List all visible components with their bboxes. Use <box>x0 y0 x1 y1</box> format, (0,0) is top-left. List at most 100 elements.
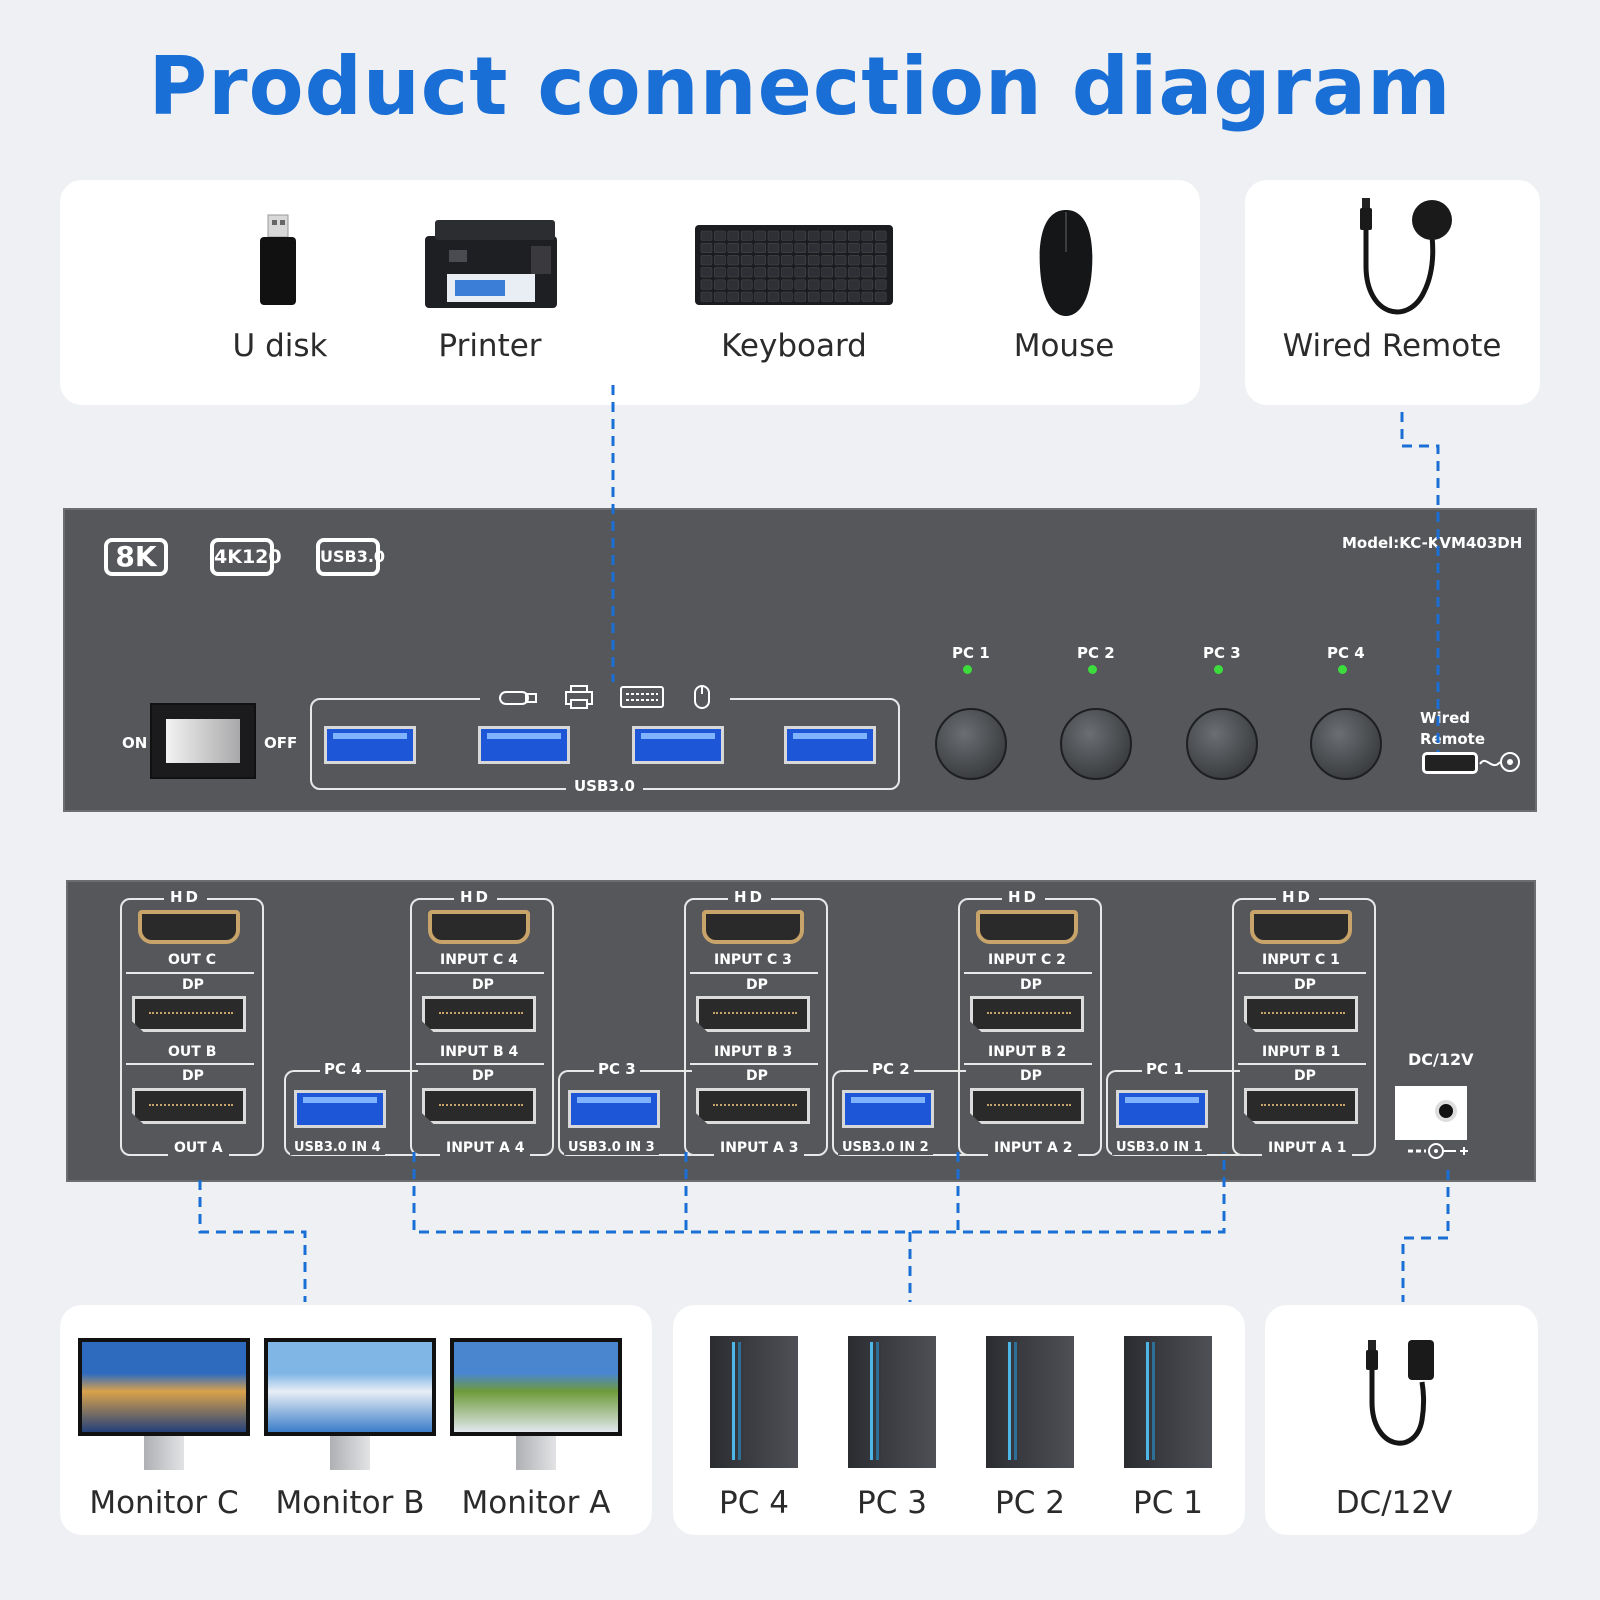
pc1-dp-port-a[interactable] <box>1244 1088 1358 1124</box>
pc2-dp2-label: DP <box>1020 1068 1042 1084</box>
pc1-hdmi-port[interactable] <box>1250 910 1352 944</box>
pc3-b-label: INPUT B 3 <box>714 1044 793 1060</box>
dc-jack-hole <box>1435 1100 1457 1122</box>
pc4-dp-port-b[interactable] <box>422 996 536 1032</box>
power-line <box>1401 1170 1450 1302</box>
pc3-dp-port-a[interactable] <box>696 1088 810 1124</box>
pc1-dp1-label: DP <box>1294 977 1316 993</box>
pc-tower-2-icon <box>986 1336 1074 1468</box>
pc1-b-label: INPUT B 1 <box>1262 1044 1341 1060</box>
switch-off-label: OFF <box>264 734 298 752</box>
badge-usb3: USB3.0 <box>316 538 385 576</box>
pc3-hd-label: HD <box>728 888 772 906</box>
pc3-usb-in-label: USB3.0 IN 3 <box>564 1140 659 1155</box>
pc3-sep-2 <box>690 1063 818 1065</box>
pc-label: PC 3 <box>857 1485 927 1521</box>
pc4-sep-1 <box>416 972 544 974</box>
monitor-landscape-image <box>268 1342 432 1432</box>
pc2-c-label: INPUT C 2 <box>988 952 1066 968</box>
pc3-group-label: PC 3 <box>594 1060 640 1078</box>
keyboard-icon <box>695 225 893 305</box>
out-dp-port-b[interactable] <box>132 996 246 1032</box>
pc2-hdmi-port[interactable] <box>976 910 1078 944</box>
pc4-dp-port-a[interactable] <box>422 1088 536 1124</box>
pc2-a-label: INPUT A 2 <box>988 1140 1079 1156</box>
pc1-hd-label: HD <box>1276 888 1320 906</box>
pc2-dp-port-a[interactable] <box>970 1088 1084 1124</box>
out-b-label: OUT B <box>168 1044 217 1060</box>
dc-polarity-icon <box>1408 1143 1468 1159</box>
mouse-label: Mouse <box>1013 328 1115 364</box>
pc1-usb-in-port[interactable] <box>1116 1090 1208 1128</box>
model-label: Model:KC-KVM403DH <box>1342 534 1523 552</box>
pc1-led <box>963 665 972 674</box>
pc4-button-label: PC 4 <box>1327 644 1365 662</box>
printer-small-icon <box>565 685 593 709</box>
pc1-switch-button[interactable] <box>935 708 1007 780</box>
pc4-usb-in-label: USB3.0 IN 4 <box>290 1140 385 1155</box>
pc3-a-label: INPUT A 3 <box>714 1140 805 1156</box>
pc4-hdmi-port[interactable] <box>428 910 530 944</box>
pc2-usb-in-label: USB3.0 IN 2 <box>838 1140 933 1155</box>
pc3-dp-port-b[interactable] <box>696 996 810 1032</box>
out-c-label: OUT C <box>168 952 216 968</box>
pc-label: PC 1 <box>1133 1485 1203 1521</box>
power-label: DC/12V <box>1335 1485 1453 1521</box>
front-usb-port-1[interactable] <box>324 726 416 764</box>
out-dp-port-a[interactable] <box>132 1088 246 1124</box>
pc3-sep-1 <box>690 972 818 974</box>
front-usb-port-4[interactable] <box>784 726 876 764</box>
badge-8k: 8K <box>104 538 168 576</box>
pc1-button-label: PC 1 <box>952 644 990 662</box>
remote-port-symbol-icon <box>1479 752 1520 772</box>
page-title: Product connection diagram <box>148 40 1452 133</box>
pc-label: PC 4 <box>719 1485 789 1521</box>
pc1-group-label: PC 1 <box>1142 1060 1188 1078</box>
pc-tower-light <box>732 1342 735 1460</box>
pc-tower-4-icon <box>710 1336 798 1468</box>
printer-label: Printer <box>438 328 542 364</box>
pc3-hdmi-port[interactable] <box>702 910 804 944</box>
pc3-switch-button[interactable] <box>1186 708 1258 780</box>
pc3-led <box>1214 665 1223 674</box>
pc1-a-label: INPUT A 1 <box>1262 1140 1353 1156</box>
dc-input-label: DC/12V <box>1408 1050 1474 1069</box>
pc-tower-3-icon <box>848 1336 936 1468</box>
pc1-dp2-label: DP <box>1294 1068 1316 1084</box>
out-sep-1 <box>126 972 254 974</box>
front-usb-label: USB3.0 <box>566 777 643 795</box>
pc3-dp2-label: DP <box>746 1068 768 1084</box>
out-hdmi-port[interactable] <box>138 910 240 944</box>
pc3-button-label: PC 3 <box>1203 644 1241 662</box>
front-usb-port-3[interactable] <box>632 726 724 764</box>
pc1-sep-1 <box>1238 972 1366 974</box>
pc4-c-label: INPUT C 4 <box>440 952 518 968</box>
pc3-usb-in-port[interactable] <box>568 1090 660 1128</box>
pc2-switch-button[interactable] <box>1060 708 1132 780</box>
pc2-button-label: PC 2 <box>1077 644 1115 662</box>
pc1-dp-port-b[interactable] <box>1244 996 1358 1032</box>
pc2-hd-label: HD <box>1002 888 1046 906</box>
keyboard-small-icon <box>620 686 664 708</box>
power-switch[interactable] <box>150 703 256 779</box>
pc4-switch-button[interactable] <box>1310 708 1382 780</box>
power-switch-rocker <box>166 719 240 763</box>
remote-port[interactable] <box>1422 752 1478 774</box>
wired-remote-label: Wired Remote <box>1282 328 1502 364</box>
pc2-dp-port-b[interactable] <box>970 996 1084 1032</box>
badge-4k120: 4K120 <box>210 538 282 576</box>
monitor-a-screen <box>450 1338 622 1436</box>
monitor-landscape-image <box>454 1342 618 1432</box>
out-hd-label: HD <box>164 888 208 906</box>
pc2-usb-in-port[interactable] <box>842 1090 934 1128</box>
remote-line <box>1400 412 1440 752</box>
front-usb-port-2[interactable] <box>478 726 570 764</box>
pc4-usb-in-port[interactable] <box>294 1090 386 1128</box>
pc4-dp2-label: DP <box>472 1068 494 1084</box>
dc-power-jack[interactable] <box>1395 1086 1467 1140</box>
pc2-sep-1 <box>964 972 1092 974</box>
pc1-c-label: INPUT C 1 <box>1262 952 1340 968</box>
pc-label: PC 2 <box>995 1485 1065 1521</box>
pc1-sep-2 <box>1238 1063 1366 1065</box>
pc4-dp1-label: DP <box>472 977 494 993</box>
